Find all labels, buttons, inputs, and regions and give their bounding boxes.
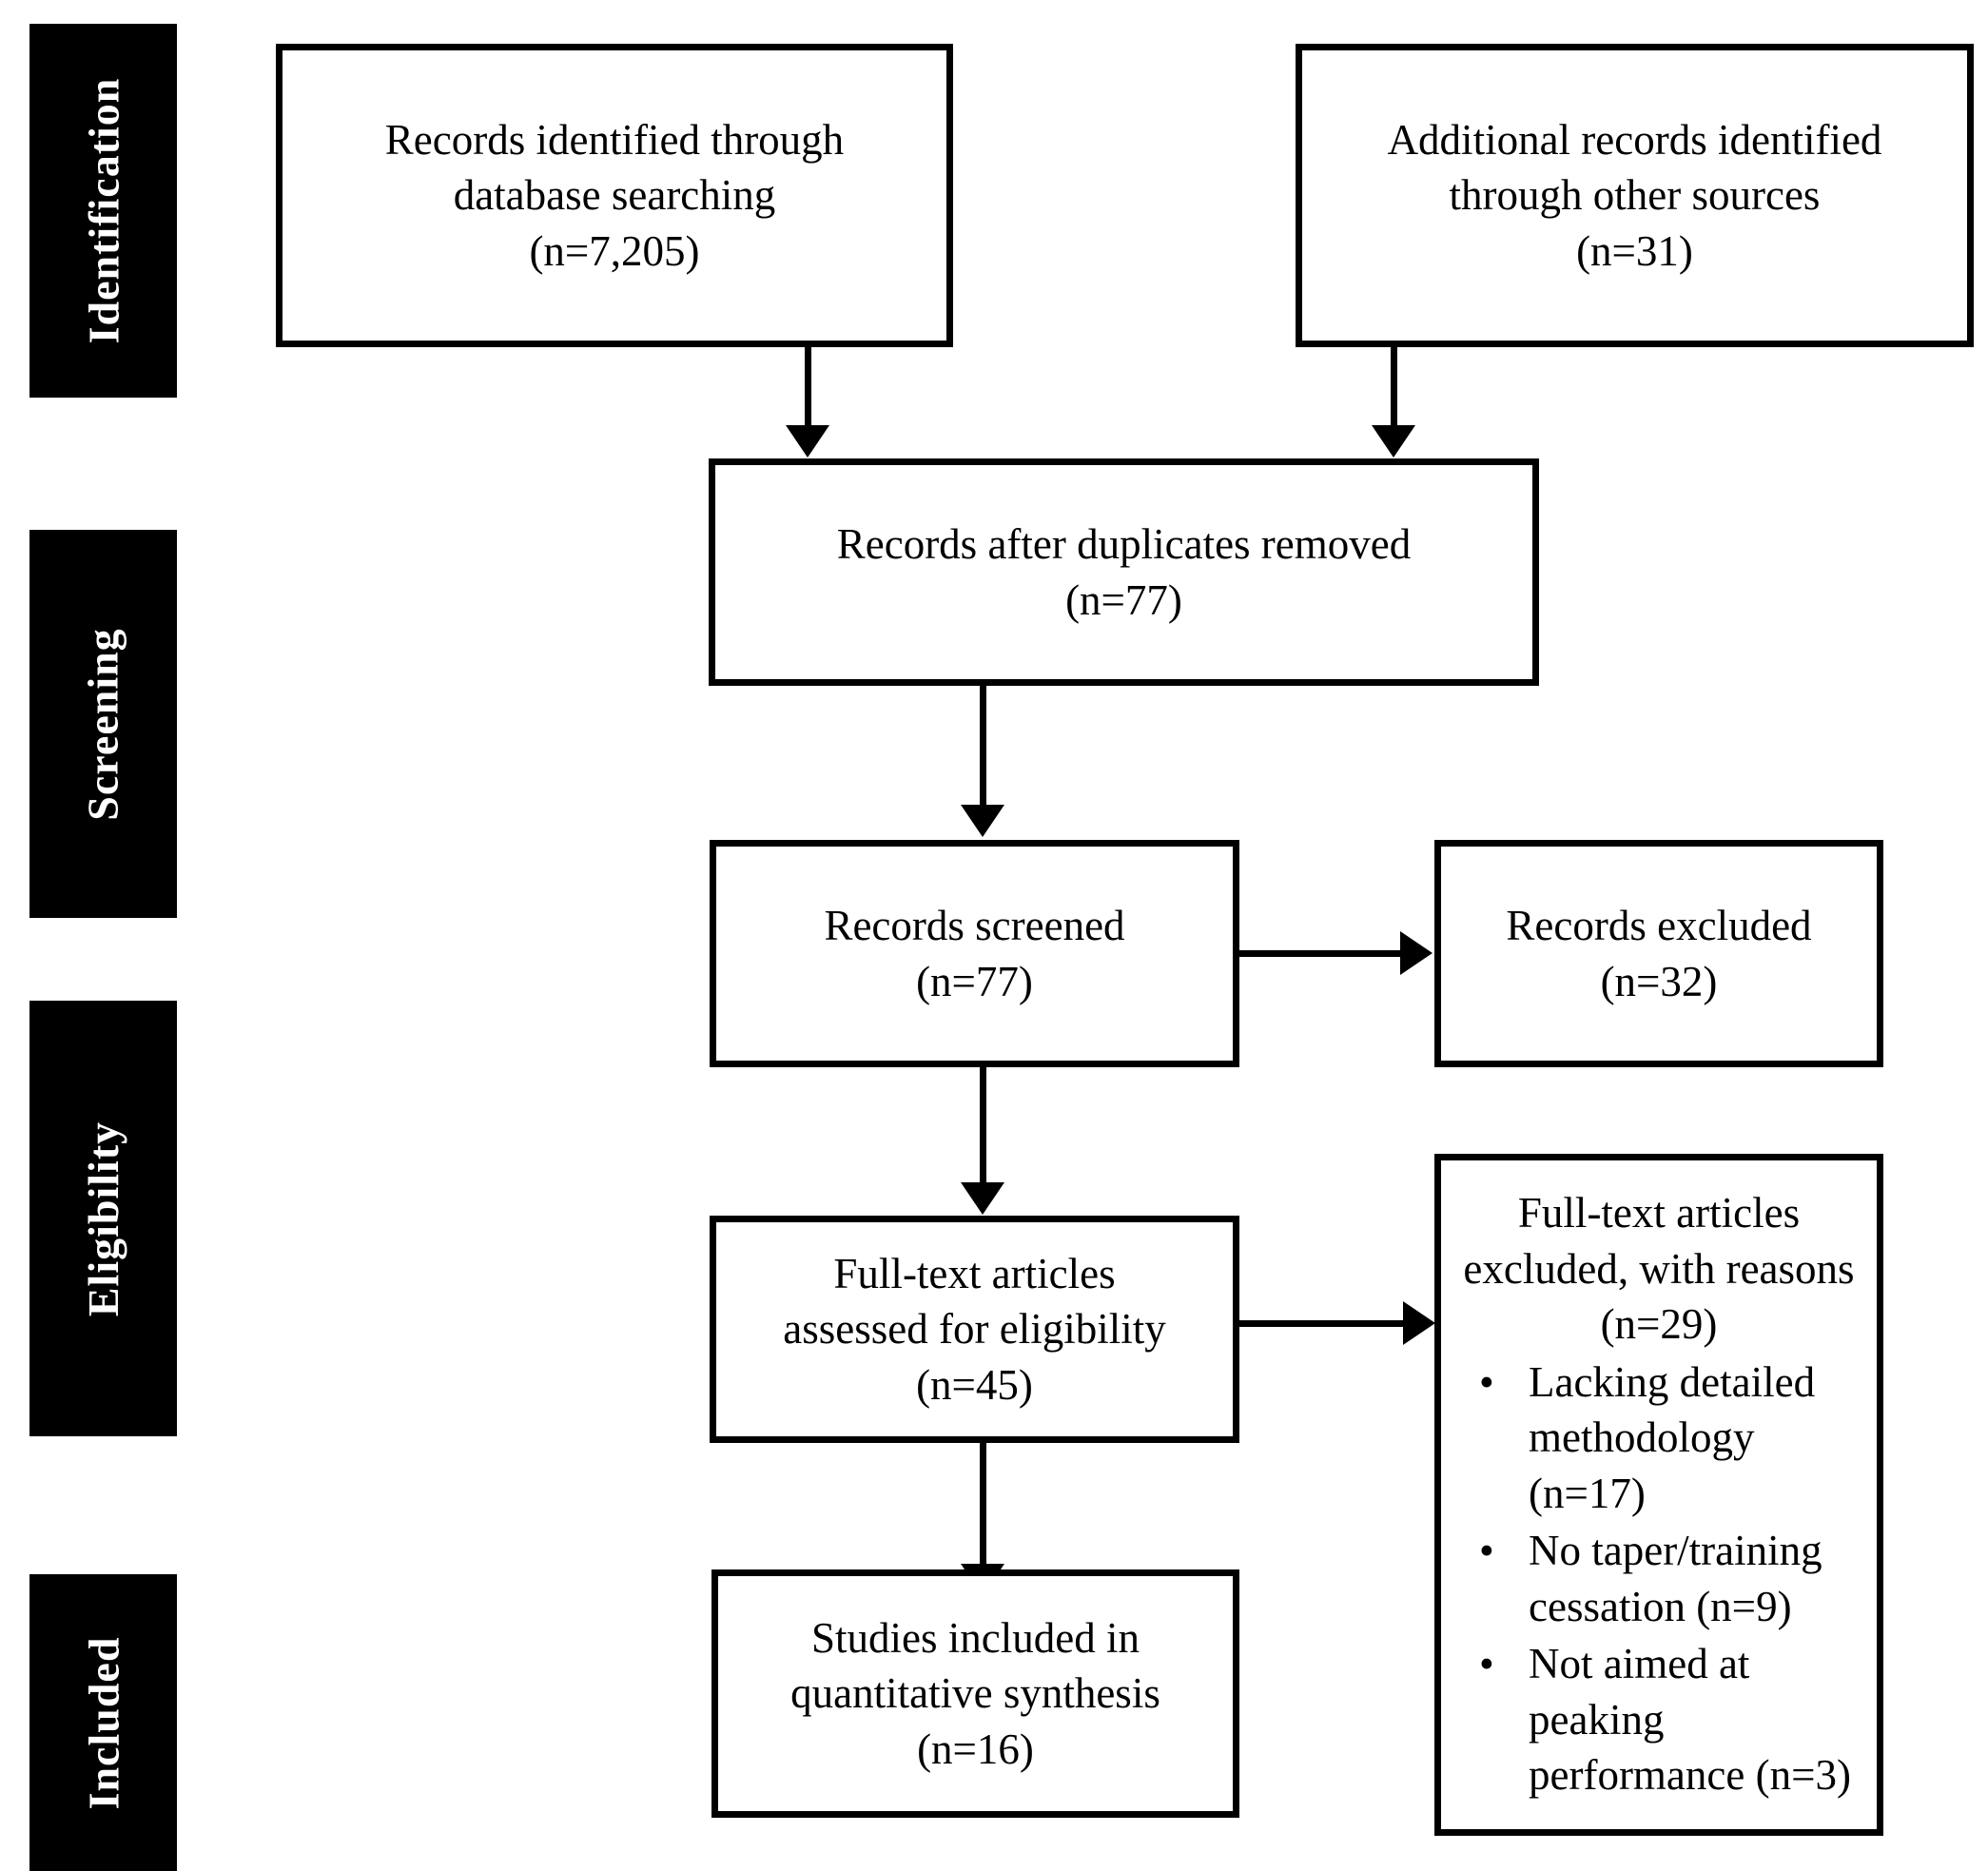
line-1: Full-text articles	[1517, 1189, 1801, 1237]
line-3: (n=7,205)	[529, 226, 700, 275]
line-1: Records identified through	[384, 115, 845, 164]
connector-other-sources-to-duplicates-arrowhead	[1372, 425, 1415, 458]
box-fulltext-assessed-for-eligibility: Full-text articles assessed for eligibil…	[710, 1216, 1239, 1443]
connector-screened-to-excluded-line	[1239, 950, 1403, 957]
stage-label-included: Included	[79, 1636, 128, 1809]
stage-label-screening: Screening	[79, 627, 127, 821]
stage-label-eligibility: Eligibility	[79, 1121, 128, 1316]
connector-fulltext-to-included-line	[980, 1443, 986, 1567]
bullet-icon: •	[1479, 1527, 1494, 1574]
box-records-excluded-text: Records excluded (n=32)	[1491, 898, 1826, 1009]
bullet-icon: •	[1479, 1357, 1494, 1406]
line-1: Records excluded	[1506, 902, 1812, 949]
line-1: Full-text articles	[833, 1249, 1116, 1297]
list-item: • Lacking detailed methodology (n=17)	[1458, 1355, 1860, 1522]
box-records-identified-database: Records identified through database sear…	[276, 44, 953, 347]
line-2: quantitative synthesis	[790, 1669, 1160, 1718]
line-3: (n=16)	[917, 1725, 1034, 1773]
connector-database-to-duplicates-arrowhead	[786, 425, 829, 458]
list-item-label: No taper/training cessation (n=9)	[1529, 1527, 1822, 1630]
connector-duplicates-to-screened-arrowhead	[961, 805, 1004, 837]
connector-screened-to-fulltext-line	[980, 1067, 986, 1185]
stage-label-identification: Identification	[79, 77, 127, 344]
stage-bar-screening: Screening	[29, 530, 177, 918]
line-2: assessed for eligibility	[783, 1305, 1166, 1354]
box-additional-records-other-sources-text: Additional records identified through ot…	[1373, 112, 1898, 280]
box-additional-records-other-sources: Additional records identified through ot…	[1296, 44, 1974, 347]
box-fulltext-excluded-with-reasons: Full-text articles excluded, with reason…	[1434, 1154, 1883, 1836]
box-records-screened: Records screened (n=77)	[710, 840, 1239, 1067]
line-1: Additional records identified	[1387, 115, 1882, 164]
connector-screened-to-excluded-arrowhead	[1400, 931, 1433, 975]
box-records-screened-text: Records screened (n=77)	[809, 898, 1140, 1009]
bullet-icon: •	[1479, 1640, 1494, 1687]
box-studies-included-quantitative-synthesis-text: Studies included in quantitative synthes…	[775, 1610, 1176, 1778]
connector-other-sources-to-duplicates-line	[1391, 347, 1397, 429]
line-3: (n=31)	[1576, 226, 1693, 275]
stage-bar-identification: Identification	[29, 24, 177, 398]
list-item: • Not aimed at peaking performance (n=3)	[1458, 1636, 1860, 1803]
line-2: database searching	[453, 171, 776, 220]
line-3: (n=45)	[916, 1360, 1033, 1409]
stage-bar-included: Included	[29, 1574, 177, 1871]
box-records-after-duplicates-removed: Records after duplicates removed (n=77)	[709, 458, 1539, 686]
line-2: (n=32)	[1600, 957, 1718, 1005]
connector-fulltext-to-excluded-arrowhead	[1403, 1301, 1435, 1345]
line-1: Records after duplicates removed	[836, 520, 1412, 568]
connector-database-to-duplicates-line	[805, 347, 811, 429]
line-2: through other sources	[1449, 171, 1821, 220]
connector-screened-to-fulltext-arrowhead	[961, 1182, 1004, 1215]
box-fulltext-excluded-heading: Full-text articles excluded, with reason…	[1458, 1185, 1860, 1353]
line-3: (n=29)	[1600, 1300, 1718, 1348]
list-item-label: Lacking detailed methodology (n=17)	[1529, 1357, 1816, 1517]
line-1: Records screened	[824, 902, 1125, 949]
connector-duplicates-to-screened-line	[980, 686, 986, 808]
box-records-identified-database-text: Records identified through database sear…	[370, 112, 859, 280]
box-fulltext-assessed-for-eligibility-text: Full-text articles assessed for eligibil…	[768, 1246, 1180, 1413]
stage-bar-eligibility: Eligibility	[29, 1001, 177, 1436]
line-1: Studies included in	[811, 1613, 1140, 1662]
connector-fulltext-to-excluded-line	[1239, 1320, 1406, 1327]
box-studies-included-quantitative-synthesis: Studies included in quantitative synthes…	[711, 1569, 1239, 1818]
line-2: (n=77)	[1065, 575, 1182, 624]
list-item-label: Not aimed at peaking performance (n=3)	[1529, 1640, 1851, 1799]
line-2: (n=77)	[916, 957, 1033, 1005]
line-2: excluded, with reasons	[1463, 1244, 1855, 1293]
fulltext-exclusion-reasons-list: • Lacking detailed methodology (n=17) • …	[1458, 1355, 1860, 1805]
list-item: • No taper/training cessation (n=9)	[1458, 1523, 1860, 1634]
box-records-excluded: Records excluded (n=32)	[1434, 840, 1883, 1067]
box-records-after-duplicates-removed-text: Records after duplicates removed (n=77)	[822, 516, 1427, 628]
